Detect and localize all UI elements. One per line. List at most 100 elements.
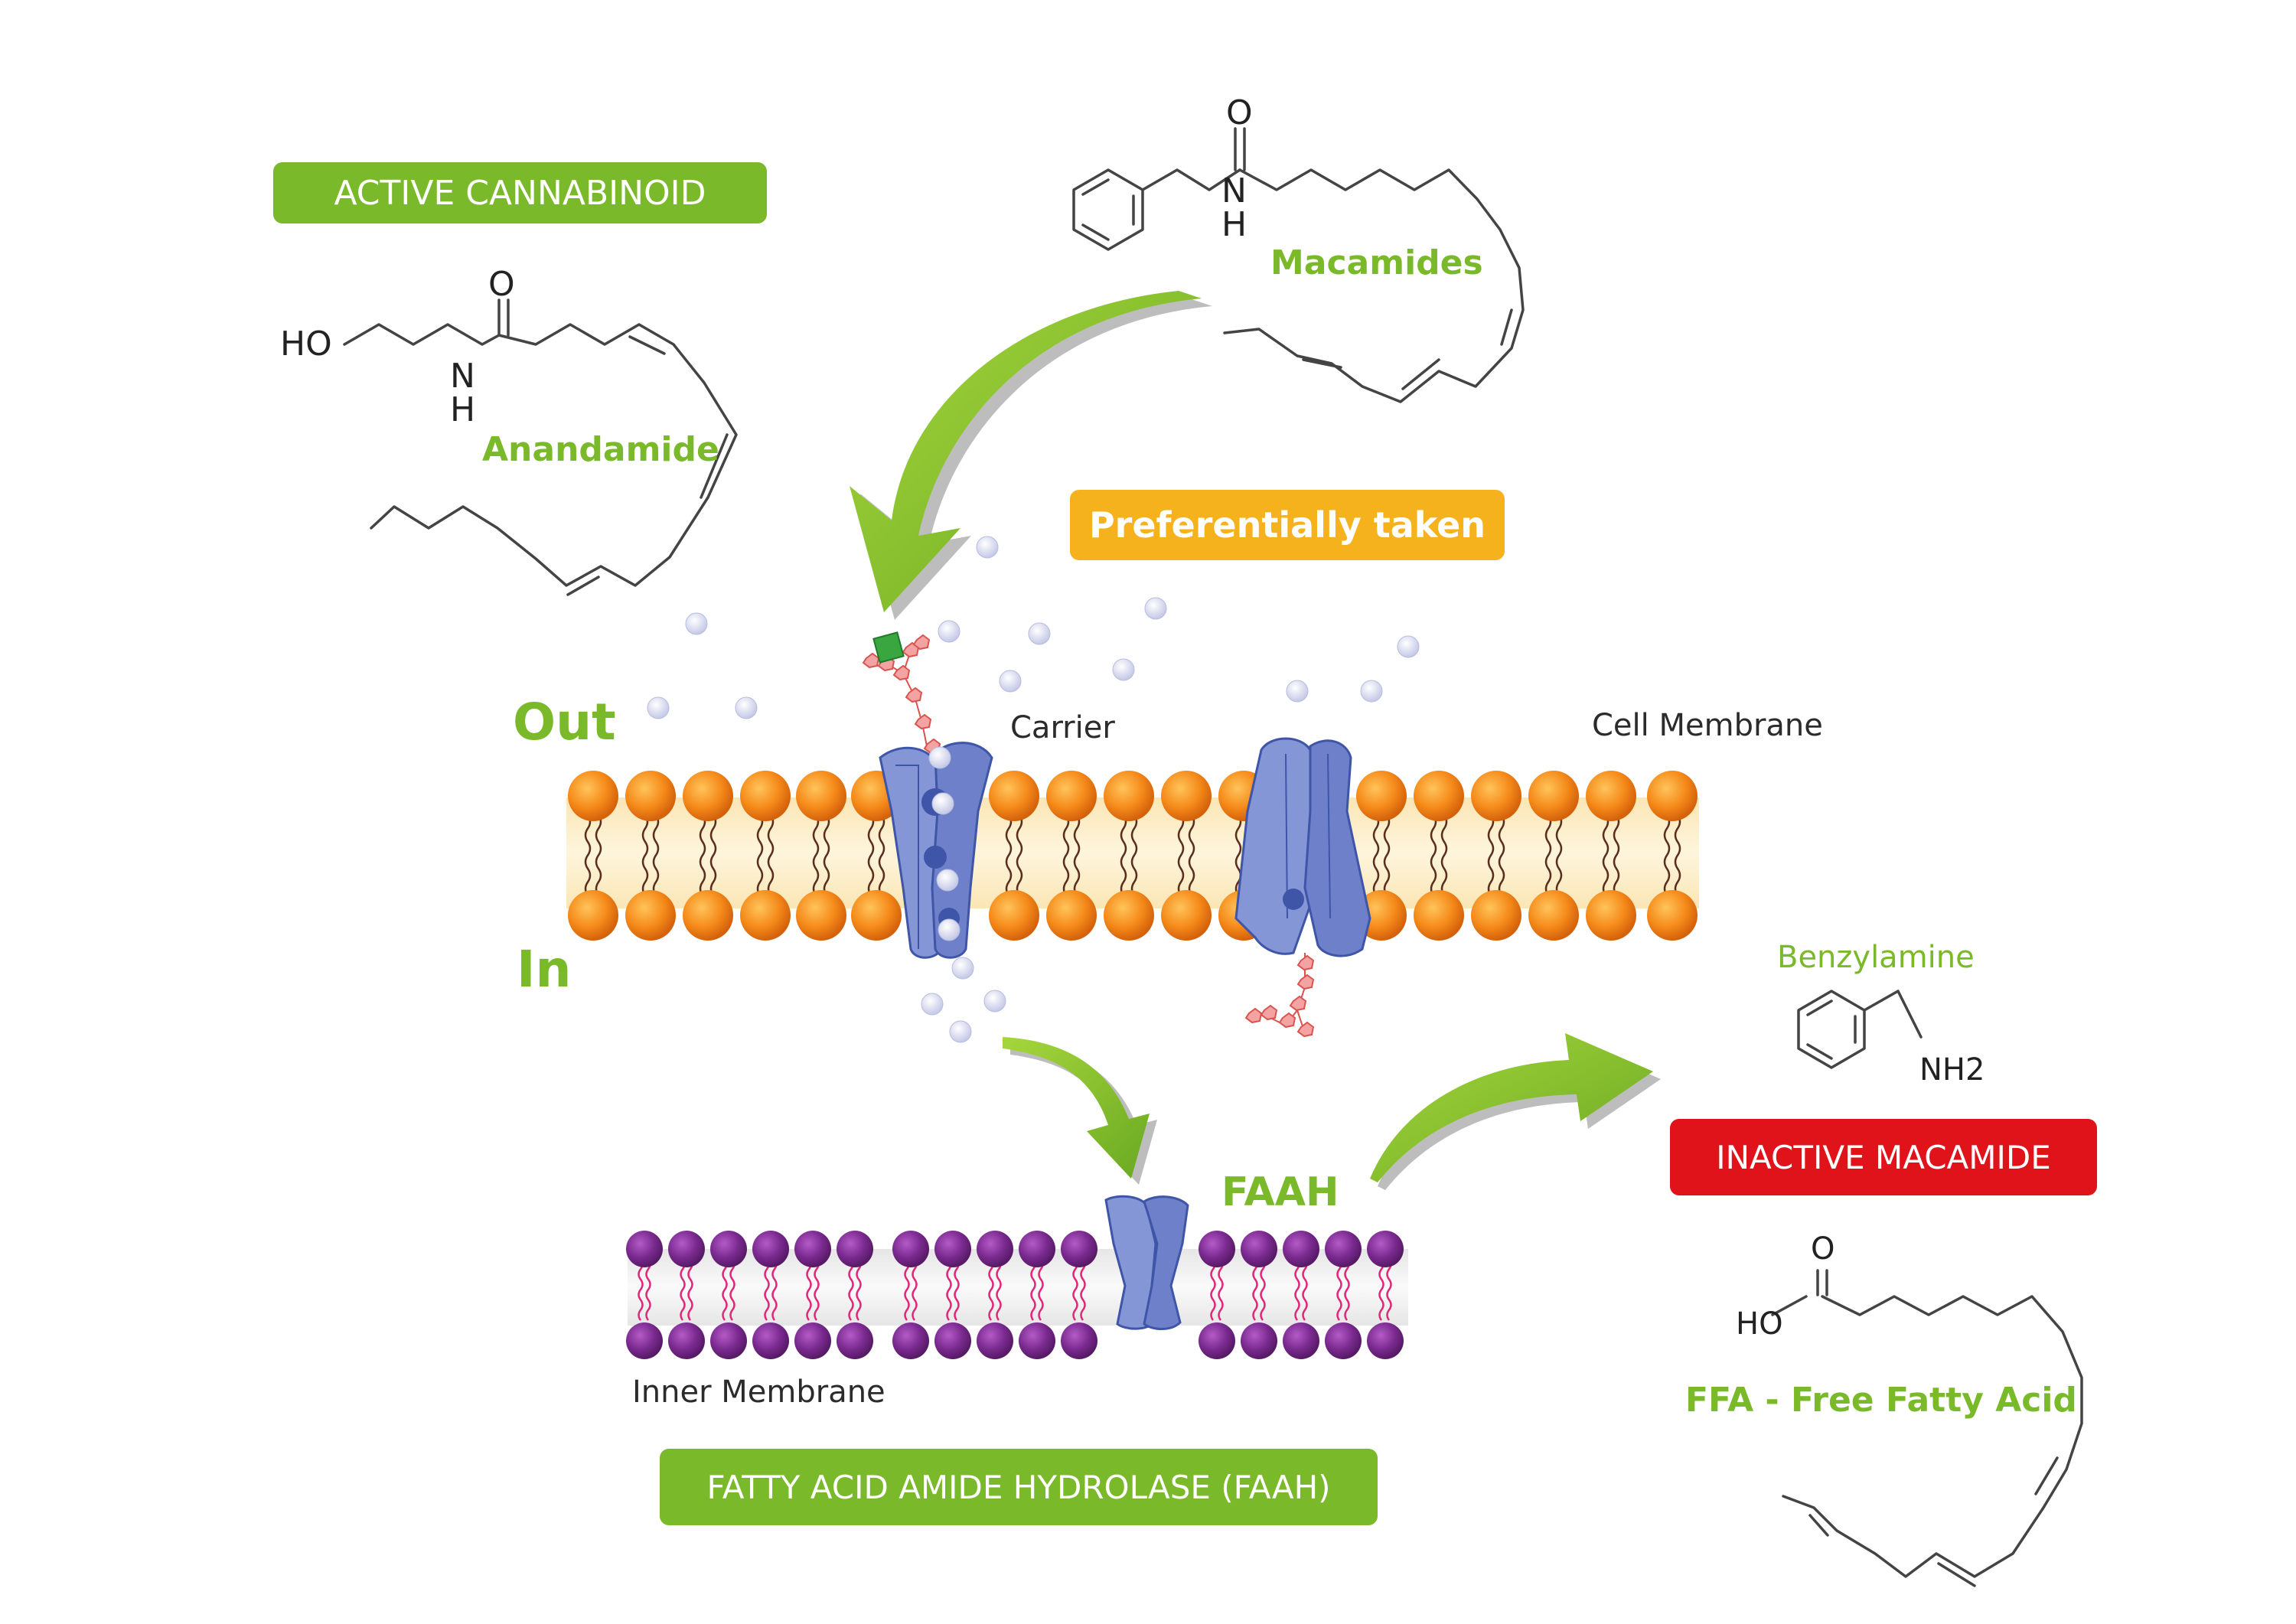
active-cannabinoid-badge: ACTIVE CANNABINOID [273,162,767,223]
phospholipid-heads [568,771,1698,941]
phospholipid-head [796,890,846,941]
particle [647,696,670,719]
phospholipid-head [1647,890,1698,941]
inner-phospholipid-head [1325,1231,1362,1267]
inner-lipid-tail [638,1258,644,1321]
inner-phospholipid-head [1241,1231,1277,1267]
lipid-tail [595,814,602,896]
particle [1112,658,1135,681]
inner-phospholipid-head [1199,1231,1235,1267]
phospholipid-head [989,890,1039,941]
inner-phospholipid-head [794,1231,831,1267]
lipid-tail [1073,814,1081,896]
macamides-label: Macamides [1270,243,1483,282]
lipid-tail [1440,814,1448,896]
carrier-label: Carrier [1010,710,1115,745]
particle [928,746,951,769]
phospholipid-head [1161,771,1212,821]
inner-lipid-tail [1218,1258,1224,1321]
inner-phospholipid-head [1283,1231,1319,1267]
inner-lipid-tail [904,1258,910,1321]
inner-membrane [626,1231,1408,1359]
phospholipid-head [1046,890,1097,941]
inner-membrane-label: Inner Membrane [632,1375,885,1410]
phospholipid-head [1528,771,1579,821]
inner-lipid-tail [1378,1258,1384,1321]
particle [949,1020,972,1043]
inner-phospholipid-head [892,1322,929,1359]
lipid-tail [1062,814,1070,896]
lipid-tail [584,814,592,896]
inner-phospholipid-head [710,1322,747,1359]
phospholipid-head [740,771,791,821]
inner-phospholipid-head [668,1322,705,1359]
lipid-tail [1383,814,1391,896]
inner-phospholipid-head [1325,1322,1362,1359]
lipid-tail [1487,814,1495,896]
phospholipid-head [1528,890,1579,941]
glycan-chain-carrier [862,631,941,755]
particle [983,990,1006,1013]
lipid-tail [812,814,820,896]
lipid-tail [767,814,775,896]
inner-phospholipid-head [1199,1322,1235,1359]
anandamide-label: Anandamide [482,430,719,469]
lipid-tail [1130,814,1138,896]
phospholipid-head [683,890,733,941]
inner-phospholipid-head [1367,1231,1404,1267]
phospholipid-head [851,890,902,941]
in-label: In [517,940,572,999]
particles [647,536,1420,1043]
inner-phospholipid-head [794,1322,831,1359]
faah-enzyme-label: FATTY ACID AMIDE HYDROLASE (FAAH) [706,1468,1331,1506]
inner-phospholipid-head [1061,1322,1097,1359]
lipid-tail [652,814,660,896]
inner-lipid-tail [1080,1258,1086,1321]
phospholipid-head [740,890,791,941]
particle [685,612,708,635]
lipid-tail [1498,814,1505,896]
lipid-tail [1544,814,1552,896]
phospholipid-head [1046,771,1097,821]
inner-lipid-tail [912,1258,918,1321]
anandamide-n-atom: N [450,357,475,396]
phospholipid-head [1647,771,1698,821]
phospholipid-head [1414,771,1464,821]
particle [1144,597,1167,620]
lipid-tail [1430,814,1437,896]
particle [921,993,944,1016]
arrow-to-faah [1003,1037,1157,1185]
phospholipid-head [568,771,618,821]
phospholipid-head [625,771,676,821]
particle [931,792,954,815]
inner-lipid-tail [645,1258,651,1321]
inner-phospholipid-head [892,1231,929,1267]
inner-phospholipid-head [668,1231,705,1267]
phospholipid-head [1356,771,1407,821]
cell-membrane-label: Cell Membrane [1592,708,1823,743]
particle [999,670,1022,693]
ffa-ho-atom: HO [1736,1306,1783,1342]
lipid-tail [823,814,830,896]
preferentially-taken-badge: Preferentially taken [1070,490,1505,560]
active-cannabinoid-label: ACTIVE CANNABINOID [334,173,706,213]
inner-phospholipid-head [626,1231,663,1267]
phospholipid-head [625,890,676,941]
benzylamine-label: Benzylamine [1777,940,1975,975]
inner-lipid-tail [848,1258,854,1321]
inner-lipid-tail [1344,1258,1350,1321]
phospholipid-head [1586,890,1636,941]
particle [951,957,974,980]
inner-lipid-tail [806,1258,812,1321]
particle [1286,680,1309,703]
anandamide-o-atom: O [488,265,515,304]
inner-lipid-tail [687,1258,693,1321]
lipid-tail [1188,814,1195,896]
inactive-macamide-label: INACTIVE MACAMIDE [1716,1138,2051,1176]
lipid-tail [1555,814,1563,896]
phospholipid-head [1104,771,1154,821]
lipid-tail [641,814,649,896]
inner-phospholipid-head [1241,1322,1277,1359]
macamide-h-atom: H [1221,205,1247,244]
